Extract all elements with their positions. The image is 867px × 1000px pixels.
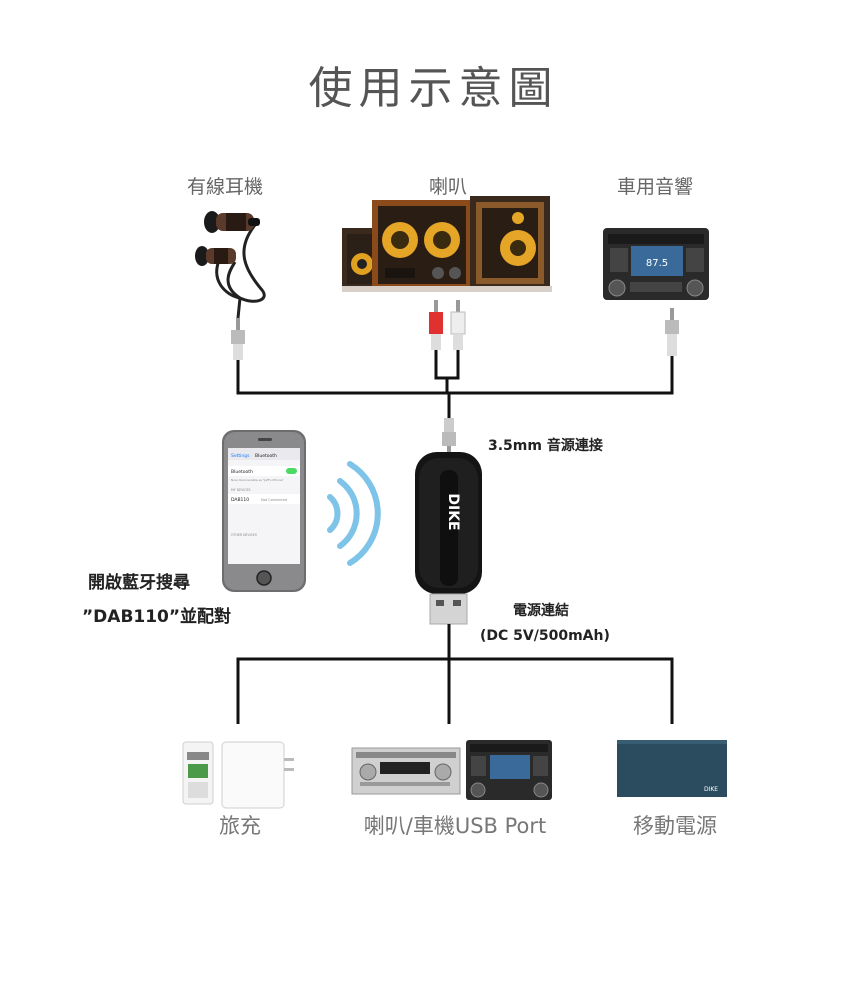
page-title: 使用示意圖 bbox=[308, 63, 559, 114]
bluetooth-waves-icon bbox=[327, 461, 381, 566]
pairing-note-line1: 開啟藍牙搜尋 bbox=[88, 573, 190, 593]
earphones-plug bbox=[231, 318, 245, 360]
speaker-rca-red-plug bbox=[429, 300, 443, 350]
car-audio-image: 87.5 bbox=[603, 228, 709, 300]
phone-other-devices-header: OTHER DEVICES bbox=[231, 533, 257, 537]
adapter-brand: DIKE bbox=[445, 493, 461, 530]
power-note-line2: (DC 5V/500mAh) bbox=[480, 628, 610, 644]
phone-nav-title: Bluetooth bbox=[255, 453, 277, 459]
usb-port-label: 喇叭/車機USB Port bbox=[363, 814, 547, 838]
charger-image bbox=[182, 741, 294, 809]
phone-my-devices-header: MY DEVICES bbox=[231, 488, 251, 492]
car-audio-plug bbox=[665, 308, 679, 356]
smartphone-image: Settings Bluetooth Bluetooth Now discove… bbox=[222, 430, 306, 592]
earphones-label: 有線耳機 bbox=[186, 176, 263, 198]
car-radio-display-text: 87.5 bbox=[646, 258, 668, 269]
speakers-image bbox=[342, 196, 552, 292]
phone-device-name: DAB110 bbox=[231, 497, 249, 503]
phone-nav-back: Settings bbox=[231, 453, 250, 459]
earphones-image bbox=[195, 211, 266, 319]
car-unit-image bbox=[466, 740, 552, 800]
bluetooth-adapter-image: DIKE bbox=[415, 452, 482, 625]
charger-label: 旅充 bbox=[219, 814, 261, 838]
adapter-input-plug bbox=[442, 418, 456, 456]
connection-note: 3.5mm 音源連接 bbox=[488, 438, 603, 454]
amplifier-image bbox=[351, 747, 461, 795]
phone-bluetooth-label: Bluetooth bbox=[231, 469, 253, 475]
bottom-wiring bbox=[236, 624, 674, 724]
phone-discoverable-text: Now discoverable as "Jeff's iPhone" bbox=[231, 478, 285, 482]
power-note-line1: 電源連結 bbox=[513, 603, 569, 619]
pairing-note-line2: ”DAB110”並配對 bbox=[82, 607, 232, 627]
top-wiring bbox=[236, 350, 674, 420]
speaker-rca-white-plug bbox=[450, 300, 466, 350]
power-bank-label: 移動電源 bbox=[633, 814, 717, 838]
power-bank-brand: DIKE bbox=[704, 786, 718, 793]
power-bank-image: DIKE bbox=[617, 740, 727, 797]
speakers-label: 喇叭 bbox=[428, 176, 467, 198]
phone-device-status: Not Connected bbox=[261, 498, 287, 502]
car-audio-label: 車用音響 bbox=[616, 176, 693, 198]
